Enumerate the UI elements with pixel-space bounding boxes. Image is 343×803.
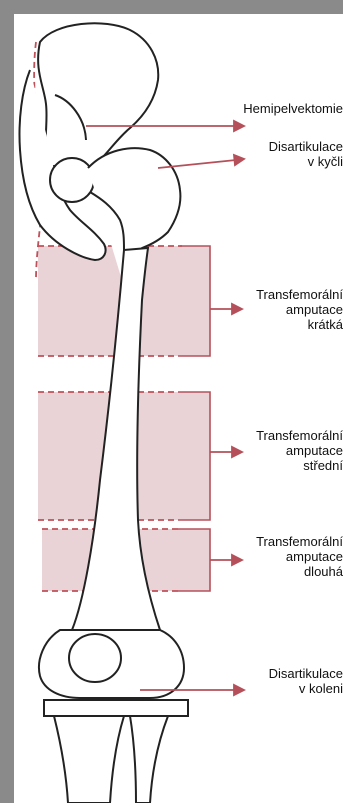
label-line: dlouhá bbox=[203, 564, 343, 579]
label-line: Disartikulace bbox=[203, 666, 343, 681]
label-transfemoral-middle: Transfemorální amputace střední bbox=[203, 428, 343, 473]
label-line: amputace bbox=[203, 443, 343, 458]
label-line: Transfemorální bbox=[203, 534, 343, 549]
knee-joint bbox=[39, 630, 188, 716]
label-line: v kyčli bbox=[203, 154, 343, 169]
label-transfemoral-long: Transfemorální amputace dlouhá bbox=[203, 534, 343, 579]
label-line: Disartikulace bbox=[203, 139, 343, 154]
label-line: v koleni bbox=[203, 681, 343, 696]
label-line: Transfemorální bbox=[203, 428, 343, 443]
label-hip-disarticulation: Disartikulace v kyčli bbox=[203, 139, 343, 169]
tibia-fibula bbox=[54, 716, 168, 803]
label-line: amputace bbox=[203, 549, 343, 564]
label-line: Hemipelvektomie bbox=[203, 101, 343, 116]
label-line: amputace bbox=[203, 302, 343, 317]
label-knee-disarticulation: Disartikulace v koleni bbox=[203, 666, 343, 696]
label-hemipelvectomy: Hemipelvektomie bbox=[203, 101, 343, 116]
label-line: krátká bbox=[203, 317, 343, 332]
label-line: Transfemorální bbox=[203, 287, 343, 302]
label-transfemoral-short: Transfemorální amputace krátká bbox=[203, 287, 343, 332]
label-line: střední bbox=[203, 458, 343, 473]
